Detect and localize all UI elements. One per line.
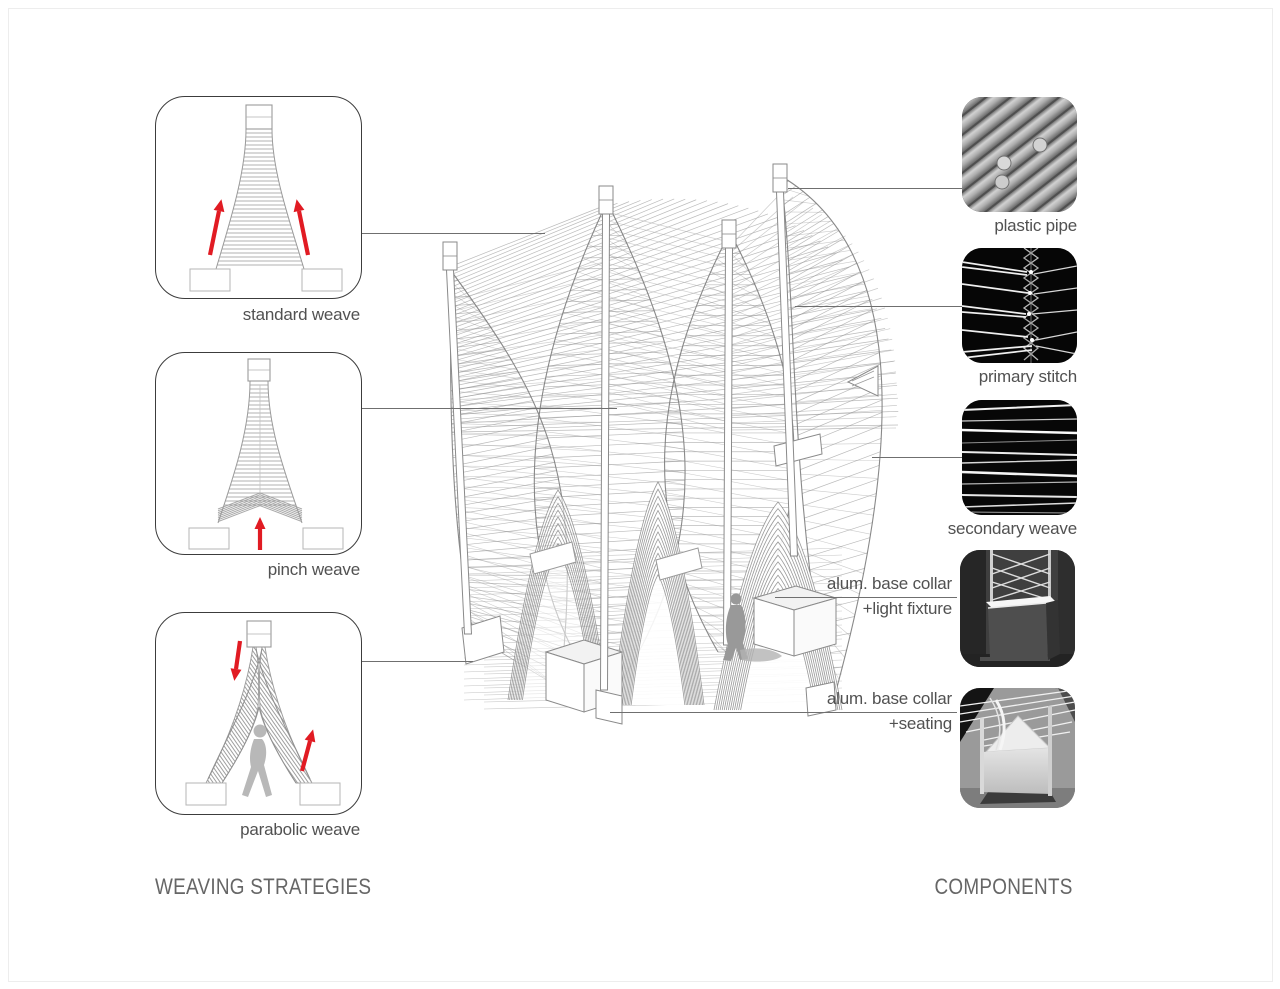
parabolic-weave-diagram xyxy=(185,620,341,806)
component-photo-secondary-weave xyxy=(962,400,1077,515)
plastic-pipe-image xyxy=(962,97,1077,212)
leader-line-plastic-pipe xyxy=(788,188,962,189)
strategy-label-standard-weave: standard weave xyxy=(242,305,360,324)
strategy-box-standard-weave xyxy=(155,96,362,299)
component-photo-seating xyxy=(960,688,1075,808)
strategy-box-pinch-weave xyxy=(155,352,362,555)
leader-line-parabolic-weave xyxy=(362,661,473,662)
weaving-strategies-title: WEAVING STRATEGIES xyxy=(155,874,372,899)
component-label-light-fixture-line2: +light fixture xyxy=(862,599,953,618)
component-photo-primary-stitch xyxy=(962,248,1077,363)
leader-line-pinch-weave xyxy=(362,408,617,409)
strategy-label-parabolic-weave: parabolic weave xyxy=(240,820,360,839)
strategy-box-parabolic-weave xyxy=(155,612,362,815)
component-label-seating-line1: alum. base collar xyxy=(826,689,952,708)
leader-line-seating xyxy=(610,712,957,713)
components-title: COMPONENTS xyxy=(934,874,1073,899)
secondary-weave-image xyxy=(962,400,1077,515)
leader-line-light-fixture xyxy=(775,597,957,598)
component-label-primary-stitch: primary stitch xyxy=(978,367,1077,386)
standard-weave-diagram xyxy=(189,104,343,292)
component-label-light-fixture-line1: alum. base collar xyxy=(826,574,952,593)
component-label-seating-line2: +seating xyxy=(888,714,952,733)
component-label-secondary-weave: secondary weave xyxy=(947,519,1078,538)
primary-stitch-image xyxy=(962,248,1077,363)
leader-line-standard-weave xyxy=(362,233,545,234)
light-fixture-image xyxy=(960,550,1075,667)
component-label-plastic-pipe: plastic pipe xyxy=(994,216,1077,235)
pinch-weave-diagram xyxy=(188,358,344,550)
component-photo-plastic-pipe xyxy=(962,97,1077,212)
seating-image xyxy=(960,688,1075,808)
leader-line-primary-stitch xyxy=(795,306,962,307)
leader-line-secondary-weave xyxy=(872,457,962,458)
strategy-label-pinch-weave: pinch weave xyxy=(267,560,361,579)
component-photo-light-fixture xyxy=(960,550,1075,667)
